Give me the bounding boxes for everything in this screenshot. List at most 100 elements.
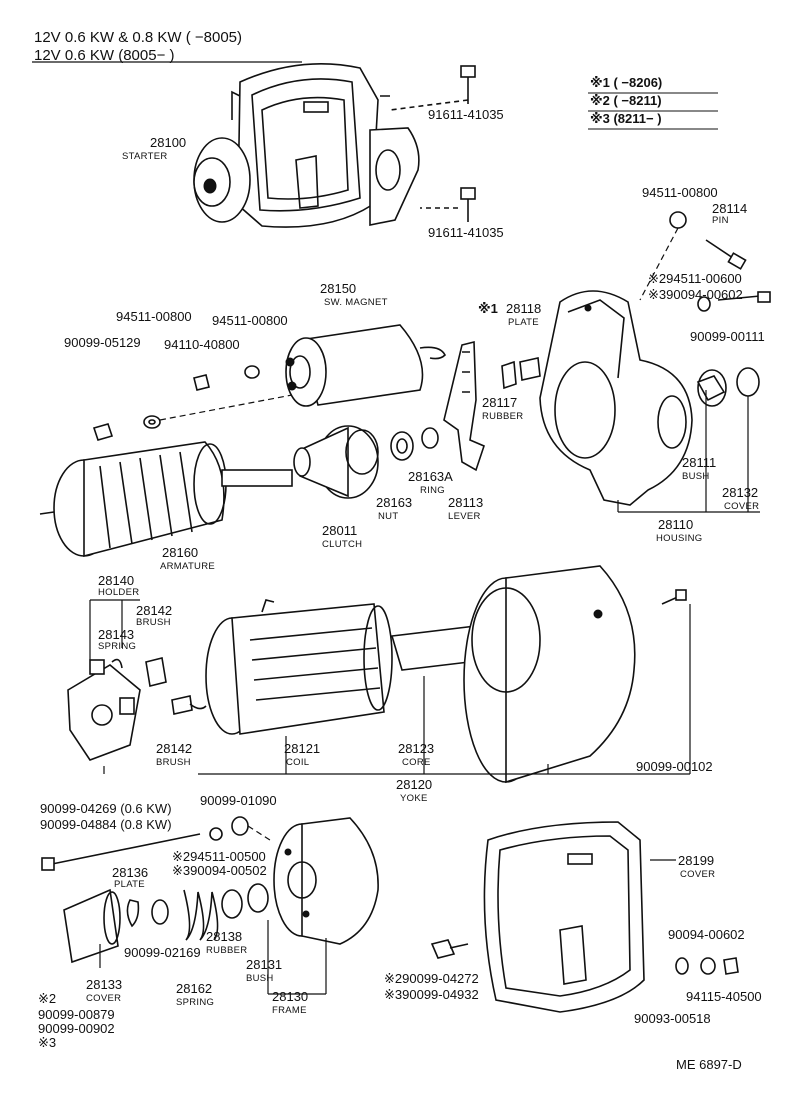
- label-90099-01090: 90099-01090: [200, 793, 277, 808]
- label-cover-2: COVER: [86, 993, 122, 1004]
- label-90099-05129: 90099-05129: [64, 335, 141, 350]
- label-94511-00800-r: 94511-00800: [642, 185, 718, 200]
- label-28162: 28162: [176, 981, 213, 996]
- armature-drawing: [39, 441, 293, 558]
- spring-28162: [183, 889, 219, 941]
- plate-28136: [126, 899, 140, 928]
- label-mark-3: ※3: [38, 1035, 57, 1050]
- bush-28131: [247, 883, 269, 913]
- clutch-drawing: [293, 425, 379, 499]
- label-28111: 28111: [682, 455, 717, 470]
- nut-94110-40800: [193, 374, 210, 391]
- washer-94511-00800-l: [143, 415, 161, 429]
- label-90094-00602: 90094-00602: [668, 927, 745, 942]
- label-28110: 28110: [658, 517, 694, 532]
- label-94110-40800: 94110-40800: [164, 337, 240, 352]
- label-28100: 28100: [150, 135, 187, 150]
- label-28150: 28150: [320, 281, 357, 296]
- washer-94511-00500: [209, 827, 223, 841]
- label-94511-00800-m: 94511-00800: [212, 313, 288, 328]
- yoke-bracket: [103, 604, 691, 775]
- label-mark-2: ※2: [38, 991, 57, 1006]
- label-28132: 28132: [722, 485, 759, 500]
- label-brush-b: BRUSH: [156, 757, 191, 768]
- bolt-90099-00111: [697, 291, 771, 312]
- label-pin: PIN: [712, 215, 729, 226]
- label-lever: LEVER: [448, 511, 481, 522]
- label-28120: 28120: [396, 777, 433, 792]
- label-90099-00879: 90099-00879: [38, 1007, 115, 1022]
- holder-drawing: [67, 658, 141, 761]
- label-coil: COIL: [286, 757, 310, 768]
- label-90099-02169: 90099-02169: [124, 945, 201, 960]
- diagram-code: ME 6897-D: [676, 1057, 742, 1072]
- label-28140: 28140: [98, 573, 135, 588]
- plate-28118: [519, 357, 541, 381]
- nut-90094-00602: [700, 957, 716, 975]
- label-28199: 28199: [678, 853, 715, 868]
- label-core: CORE: [402, 757, 431, 768]
- label-90099-00902: 90099-00902: [38, 1021, 115, 1036]
- label-28114: 28114: [712, 201, 748, 216]
- label-94115-40500: 94115-40500: [686, 989, 762, 1004]
- magnet-dashed-leader: [159, 394, 293, 421]
- label-plate-2: PLATE: [114, 879, 145, 890]
- label-28136: 28136: [112, 865, 149, 880]
- label-bush-2: BUSH: [246, 973, 274, 984]
- label-28163: 28163: [376, 495, 413, 510]
- pin-dashed-leader: [639, 227, 679, 301]
- nut-94115-40500: [723, 957, 739, 975]
- header-line-2: 12V 0.6 KW (8005− ): [34, 47, 175, 64]
- label-mark-1: ※1: [478, 301, 498, 316]
- label-28138: 28138: [206, 929, 243, 944]
- frame-drawing: [273, 817, 379, 945]
- through-bolt-drawing: [41, 833, 201, 871]
- coil-drawing: [205, 599, 393, 735]
- label-90099-00102: 90099-00102: [636, 759, 713, 774]
- label-90094-00602-top: ※390094-00602: [648, 287, 743, 302]
- legend-item-1: ※1 ( −8206): [590, 75, 663, 90]
- label-armature: ARMATURE: [160, 561, 216, 572]
- holder-bracket: [89, 599, 140, 660]
- label-91611-41035-b: 91611-41035: [428, 225, 504, 240]
- label-28118: 28118: [506, 301, 542, 316]
- bush-28111: [696, 369, 727, 407]
- label-28121: 28121: [284, 741, 321, 756]
- housing-drawing: [539, 290, 693, 506]
- label-spring-1: SPRING: [98, 641, 137, 652]
- label-28131: 28131: [246, 957, 283, 972]
- label-nut: NUT: [378, 511, 399, 522]
- label-sw-magnet: SW. MAGNET: [324, 297, 388, 308]
- label-90093-00518: 90093-00518: [634, 1011, 711, 1026]
- legend-item-2: ※2 ( −8211): [590, 93, 662, 108]
- label-bush-1: BUSH: [682, 471, 710, 482]
- brush-28142-b: [171, 695, 207, 715]
- label-yoke: YOKE: [400, 793, 428, 804]
- nut-90099-05129: [92, 423, 114, 441]
- rubber-28117: [501, 360, 517, 390]
- label-28123: 28123: [398, 741, 435, 756]
- lever-drawing: [443, 340, 485, 472]
- label-28163a: 28163A: [408, 469, 453, 484]
- label-28011: 28011: [322, 523, 358, 538]
- washer-94511-00800-r: [669, 211, 687, 229]
- label-starter: STARTER: [122, 151, 168, 162]
- label-spring-2: SPRING: [176, 997, 215, 1008]
- washer-94511-00800-m: [244, 365, 260, 379]
- label-plate-1: PLATE: [508, 317, 539, 328]
- label-91611-41035-a: 91611-41035: [428, 107, 504, 122]
- brush-28142-a: [145, 657, 167, 687]
- label-90099-00111: 90099-00111: [690, 329, 765, 344]
- washer-90093-00518: [675, 957, 689, 975]
- label-brush-a: BRUSH: [136, 617, 171, 628]
- washer-90099-01090: [231, 816, 249, 836]
- label-frame: FRAME: [272, 1005, 307, 1016]
- bolt-90099-04272: [430, 939, 469, 959]
- label-90099-04884: 90099-04884 (0.8 KW): [40, 817, 172, 832]
- label-cover-3: COVER: [680, 869, 716, 880]
- nut-28163: [390, 431, 414, 461]
- label-90094-00502: ※390094-00502: [172, 863, 267, 878]
- label-holder: HOLDER: [98, 587, 140, 598]
